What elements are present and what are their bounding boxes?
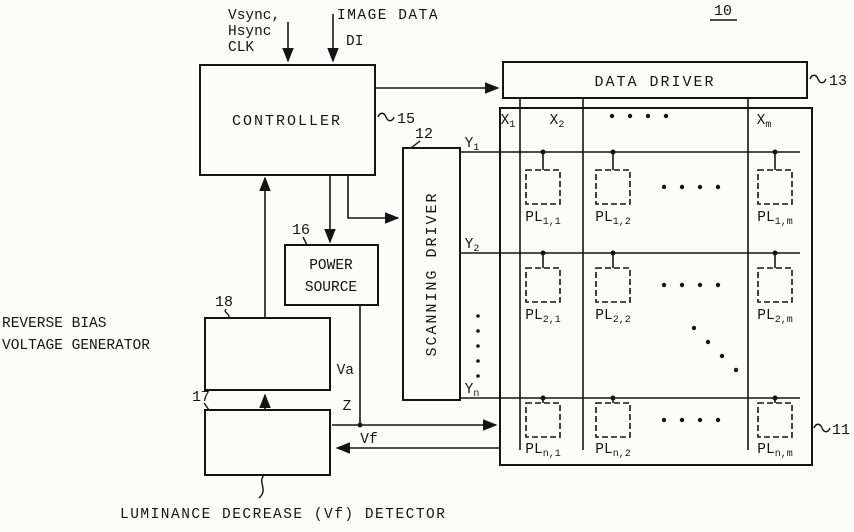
vf-label: Vf: [360, 432, 377, 448]
pixel-label: PL1,1: [525, 210, 560, 228]
pixel-label: PL1,2: [595, 210, 630, 228]
power-source-ref: 16: [292, 222, 310, 239]
power-source-ref-leader: [302, 236, 308, 246]
display-panel-box: [499, 107, 813, 466]
column-ellipsis-dots: [609, 113, 669, 119]
clk-label: CLK: [228, 40, 254, 56]
pixel-label: PL2,m: [757, 308, 792, 326]
row-ellipsis-dots: [476, 314, 480, 378]
scanning-driver-label: SCANNING DRIVER: [424, 191, 441, 356]
row-label-y1: Y1: [465, 136, 480, 154]
col-label-x2: X2: [550, 113, 565, 131]
row2-gap-dots: [661, 282, 721, 288]
data-driver-label: DATA DRIVER: [594, 74, 715, 91]
luminance-detector-box: [204, 409, 331, 476]
pixel-label: PL1,m: [757, 210, 792, 228]
reverse-bias-ref-leader: [224, 308, 230, 319]
hsync-label: Hsync: [228, 24, 272, 40]
vsync-label: Vsync,: [228, 8, 280, 24]
pixel-label: PLn,2: [595, 442, 630, 460]
power-source-label-line2: SOURCE: [305, 280, 357, 296]
va-label: Va: [337, 363, 355, 379]
column-labels: X1 X2 Xm: [501, 113, 772, 131]
figure-number: 10: [714, 3, 732, 20]
pixel-cell-2-2: PL2,2: [595, 250, 631, 326]
reverse-bias-generator-ref: 18: [215, 294, 233, 311]
controller-ref: 15: [397, 111, 415, 128]
data-driver-ref: 13: [829, 73, 847, 90]
pixel-cell-2-1: PL2,1: [525, 250, 561, 326]
di-label: DI: [346, 34, 363, 50]
pixel-cell-1-m: PL1,m: [757, 149, 793, 228]
data-driver-box: [502, 61, 808, 99]
pixel-label: PL2,2: [595, 308, 630, 326]
pixel-cell-1-1: PL1,1: [525, 149, 561, 228]
data-driver-ref-leader: [809, 74, 827, 84]
panel-ref-leader: [813, 423, 831, 433]
pixel-cell-2-m: PL2,m: [757, 250, 793, 326]
controller-ref-leader: [377, 112, 395, 122]
reverse-bias-caption-line1: REVERSE BIAS: [2, 316, 106, 332]
row-labels: Y1 Y2 Yn: [465, 136, 480, 400]
luminance-caption-leader: [258, 474, 265, 499]
luminance-detector-ref: 17: [192, 389, 210, 406]
pixel-cell-n-m: PLn,m: [757, 395, 793, 460]
controller-label: CONTROLLER: [232, 113, 342, 130]
row-lines: [460, 151, 800, 399]
wire-controller-to-scanning-driver: [347, 175, 400, 224]
col-label-xm: Xm: [757, 113, 772, 131]
row-label-yn: Yn: [465, 382, 480, 400]
reverse-bias-caption-line2: VOLTAGE GENERATOR: [2, 338, 150, 354]
scanning-driver-ref: 12: [415, 126, 433, 143]
col-label-x1: X1: [501, 113, 516, 131]
power-source-label-line1: POWER: [309, 258, 353, 274]
image-data-label: IMAGE DATA: [337, 8, 439, 24]
panel-ref: 11: [832, 422, 850, 439]
rown-gap-dots: [661, 417, 721, 423]
pixel-label: PLn,1: [525, 442, 560, 460]
z-label: Z: [343, 399, 352, 415]
column-lines: [519, 98, 749, 450]
row1-gap-dots: [661, 184, 721, 190]
reverse-bias-generator-box: [204, 317, 331, 391]
pixel-label: PL2,1: [525, 308, 560, 326]
luminance-detector-caption: LUMINANCE DECREASE (Vf) DETECTOR: [120, 507, 446, 523]
pixel-cell-1-2: PL1,2: [595, 149, 631, 228]
row-label-y2: Y2: [465, 237, 480, 255]
pixel-cell-n-2: PLn,2: [595, 395, 631, 460]
scanning-driver-box: [402, 147, 461, 401]
controller-box: [199, 64, 376, 176]
sync-signal-labels: Vsync, Hsync CLK: [228, 8, 280, 56]
pixel-label: PLn,m: [757, 442, 792, 460]
diagonal-ellipsis-dots: [691, 325, 739, 373]
scanning-driver-ref-leader: [410, 140, 421, 149]
luminance-detector-ref-leader: [203, 402, 210, 411]
pixel-cell-n-1: PLn,1: [525, 395, 561, 460]
power-source-box: [284, 244, 379, 306]
